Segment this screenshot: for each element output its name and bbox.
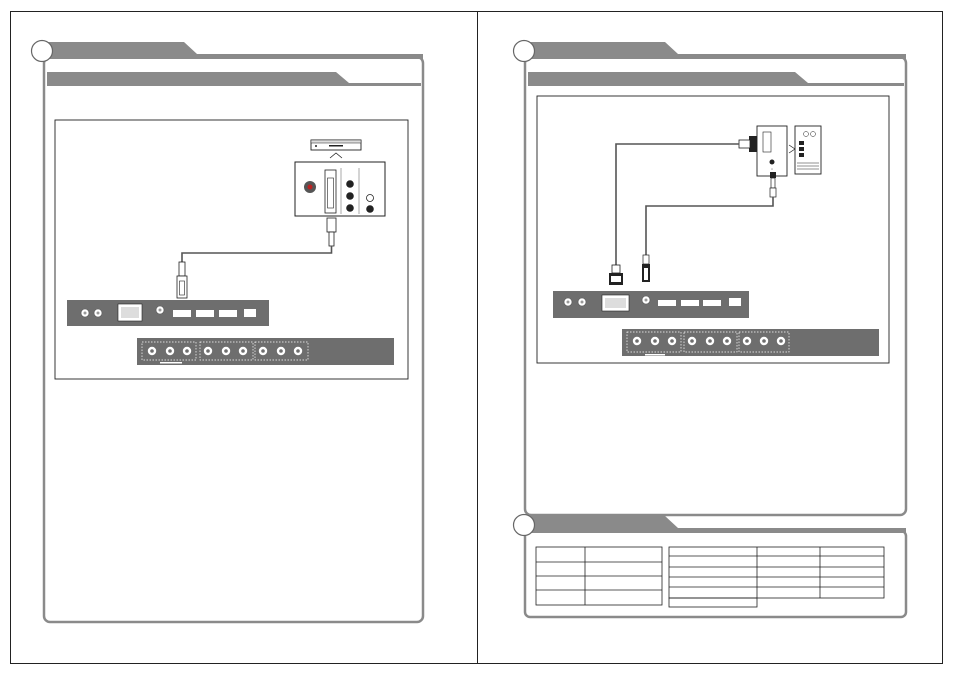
spec-table-left (535, 546, 663, 606)
section-number-circle (30, 39, 54, 63)
left-tv-bottom-panel (137, 338, 394, 365)
right-vga-cable (609, 136, 757, 285)
right-section-header-tab (525, 42, 678, 54)
left-subsection-underline (47, 83, 421, 86)
right-tv-hdmi-3 (703, 300, 721, 306)
right-subsection-underline (528, 83, 904, 86)
left-section-header-tab (44, 42, 197, 54)
section-number-circle (512, 39, 536, 63)
right-tv-hdmi-1 (658, 300, 676, 306)
right-tv-bottom-panel (622, 329, 879, 356)
left-section-header-bar (44, 54, 423, 59)
left-subsection-band (47, 72, 349, 83)
page-frame (10, 11, 943, 664)
dvd-player-icon (310, 139, 362, 159)
right-subsection-band (528, 72, 808, 83)
right-tv-usb-port (729, 298, 741, 306)
pc-tower-icon (794, 125, 822, 175)
spec-table-right (668, 546, 885, 608)
left-tv-side-panel (67, 300, 269, 326)
left-tv-usb-port (244, 309, 256, 317)
spec-section-header-bar (525, 528, 906, 533)
section-number-circle (512, 513, 536, 537)
right-illustration-frame (536, 95, 890, 364)
left-page (30, 39, 425, 624)
device-input-panel (294, 161, 386, 217)
right-tv-hdmi-2 (681, 300, 699, 306)
spec-content-box (523, 529, 908, 619)
page-divider (477, 11, 478, 664)
left-tv-hdmi-2 (196, 310, 214, 317)
right-audio-cable (642, 172, 777, 282)
pc-back-panel: × (756, 125, 796, 177)
left-tv-hdmi-1 (173, 310, 191, 317)
left-tv-hdmi-3 (219, 310, 237, 317)
right-section-header-bar (525, 54, 906, 59)
right-page: × (512, 39, 908, 619)
left-hdmi-cable (176, 217, 337, 299)
svg-text:×: × (771, 167, 773, 171)
right-tv-side-panel (553, 291, 749, 318)
spec-section-header-tab (525, 516, 678, 528)
